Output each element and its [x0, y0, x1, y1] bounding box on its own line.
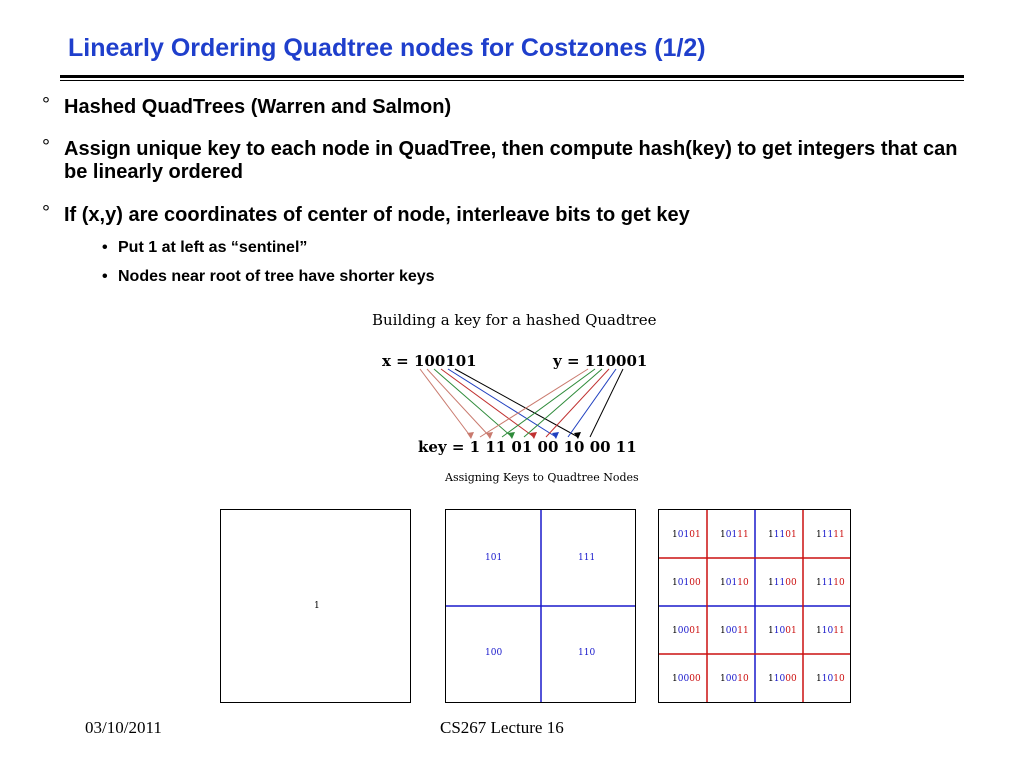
sub-bullet-mark: • [102, 268, 108, 285]
bullet-text: If (x,y) are coordinates of center of no… [64, 204, 690, 226]
arrow-x-bit-6 [454, 368, 579, 438]
node-key: 10110 [720, 578, 749, 588]
arrow-y-bit-1 [479, 368, 589, 438]
arrow-x-bit-2 [426, 368, 491, 438]
node-key: 10010 [720, 674, 749, 684]
node-key: 10001 [672, 626, 701, 636]
sub-bullet-mark: • [102, 239, 108, 256]
quadtree-level-1: 101 111 100 110 [445, 509, 636, 703]
quadtree-level-0: 1 [220, 509, 411, 703]
node-key: 11111 [816, 530, 845, 540]
node-key: 11000 [768, 674, 797, 684]
node-key: 11010 [816, 674, 845, 684]
node-key: 110 [578, 648, 595, 658]
footer-date: 03/10/2011 [85, 718, 162, 737]
bullet-mark: ° [42, 136, 50, 158]
bullet-text: Assign unique key to each node in QuadTr… [64, 138, 958, 183]
node-key: 11100 [768, 578, 797, 588]
quadtree-level-2: 10101 10111 11101 11111 10100 10110 11100 11110… [658, 509, 851, 703]
arrow-y-bit-6 [589, 368, 624, 438]
figure-title: Building a key for a hashed Quadtree [372, 311, 657, 329]
node-key: 1 [314, 601, 320, 611]
node-key: 111 [578, 553, 595, 563]
node-key: 101 [485, 553, 502, 563]
footer-course: CS267 Lecture 16 [440, 718, 564, 737]
arrow-x-bit-1 [419, 368, 472, 438]
node-key: 10100 [672, 578, 701, 588]
node-key: 10000 [672, 674, 701, 684]
node-key: 100 [485, 648, 502, 658]
arrow-y-bit-3 [523, 368, 603, 438]
arrow-x-bit-3 [433, 368, 513, 438]
node-key: 11101 [768, 530, 797, 540]
title-rule [60, 75, 964, 78]
x-label: x = 100101 [382, 352, 477, 370]
bullet-text: Hashed QuadTrees (Warren and Salmon) [64, 96, 452, 118]
title-rule-thin [60, 80, 964, 81]
bit-interleave-diagram: x = 100101 y = 110001 key = 1 11 01 00 1… [382, 352, 647, 456]
node-key: 11011 [816, 626, 845, 636]
node-key: 11110 [816, 578, 845, 588]
sub-bullet-text: Nodes near root of tree have shorter key… [118, 268, 435, 285]
arrow-y-bit-4 [545, 368, 610, 438]
bullet-mark: ° [42, 94, 50, 116]
node-key: 10011 [720, 626, 749, 636]
arrow-x-bit-4 [440, 368, 535, 438]
node-key: 10111 [720, 530, 749, 540]
key-label: key = 1 11 01 00 10 00 11 [418, 438, 637, 456]
y-label: y = 110001 [552, 352, 647, 370]
node-key: 11001 [768, 626, 797, 636]
slide-title: Linearly Ordering Quadtree nodes for Cos… [68, 34, 706, 62]
bullet-mark: ° [42, 202, 50, 224]
arrow-x-bit-5 [447, 368, 557, 438]
figure-subtitle: Assigning Keys to Quadtree Nodes [445, 471, 639, 484]
arrow-y-bit-5 [567, 368, 617, 438]
sub-bullet-text: Put 1 at left as “sentinel” [118, 239, 308, 256]
node-key: 10101 [672, 530, 701, 540]
arrow-y-bit-2 [501, 368, 596, 438]
